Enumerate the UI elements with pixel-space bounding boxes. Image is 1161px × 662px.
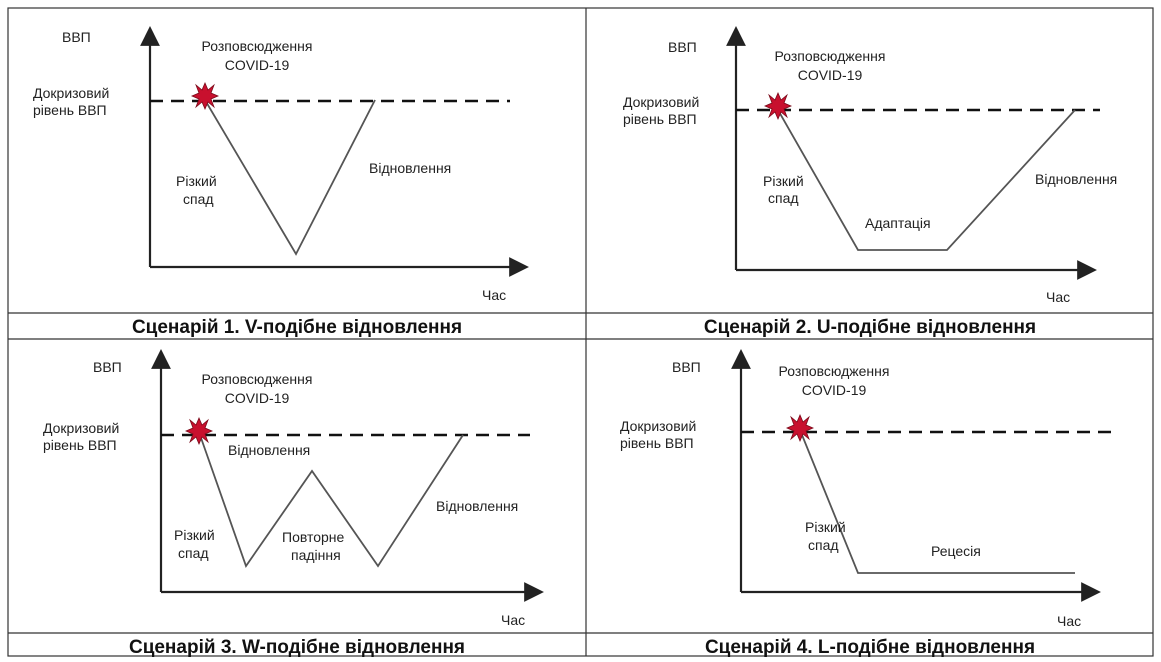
scenario-caption: Сценарій 3. W-подібне відновлення [129, 637, 465, 658]
phase-drop-line2: спад [178, 545, 209, 561]
baseline-label-line2: рівень ВВП [33, 102, 107, 118]
outbreak-label-line2: COVID-19 [798, 67, 863, 83]
phase-drop-line2: спад [808, 537, 839, 553]
phase-second-fall-line1: Повторне [282, 529, 345, 545]
y-axis-label: ВВП [668, 39, 697, 55]
baseline-label-line1: Докризовий [620, 418, 696, 434]
phase-drop-line1: Різкий [176, 173, 217, 189]
scenario-panel-l: ВВП Час Докризовий рівень ВВП Розповсюдж… [620, 349, 1115, 658]
red-burst-star-icon [184, 416, 214, 446]
scenario-caption: Сценарій 4. L-подібне відновлення [705, 637, 1035, 658]
outbreak-label-line2: COVID-19 [802, 382, 867, 398]
red-burst-star-icon [190, 81, 220, 111]
outbreak-label-line2: COVID-19 [225, 390, 290, 406]
scenario-panel-v: ВВП Час Докризовий рівень ВВП Розповсюдж… [33, 26, 529, 338]
y-axis-label: ВВП [62, 29, 91, 45]
x-axis-label: Час [482, 287, 506, 303]
red-burst-star-icon [763, 91, 793, 121]
phase-adaptation: Адаптація [865, 215, 931, 231]
outbreak-label-line2: COVID-19 [225, 57, 290, 73]
baseline-label-line2: рівень ВВП [43, 437, 117, 453]
baseline-label-line2: рівень ВВП [623, 111, 697, 127]
phase-drop-line1: Різкий [763, 173, 804, 189]
phase-recovery-first: Відновлення [228, 442, 310, 458]
outer-frame [7, 7, 1154, 657]
baseline-label-line2: рівень ВВП [620, 435, 694, 451]
phase-drop-line2: спад [768, 190, 799, 206]
scenario-panel-w: ВВП Час Докризовий рівень ВВП Розповсюдж… [43, 349, 544, 658]
phase-recovery: Відновлення [1035, 171, 1117, 187]
outbreak-label-line1: Розповсюдження [202, 371, 313, 387]
outbreak-label-line1: Розповсюдження [202, 38, 313, 54]
gdp-path-u [777, 109, 1076, 251]
y-axis-label: ВВП [93, 359, 122, 375]
gdp-path-v [204, 99, 376, 256]
baseline-label-line1: Докризовий [33, 85, 109, 101]
phase-recovery-final: Відновлення [436, 498, 518, 514]
panel-grid [7, 7, 1154, 657]
outbreak-label-line1: Розповсюдження [775, 48, 886, 64]
outbreak-label-line1: Розповсюдження [779, 363, 890, 379]
red-burst-star-icon [785, 413, 815, 443]
baseline-label-line1: Докризовий [43, 420, 119, 436]
x-axis-label: Час [501, 612, 525, 628]
phase-drop-line1: Різкий [805, 519, 846, 535]
y-axis-label: ВВП [672, 359, 701, 375]
phase-drop-line1: Різкий [174, 527, 215, 543]
scenario-caption: Сценарій 2. U-подібне відновлення [704, 317, 1036, 338]
gdp-path-w [199, 434, 464, 568]
baseline-label-line1: Докризовий [623, 94, 699, 110]
phase-second-fall-line2: падіння [291, 547, 341, 563]
x-axis-label: Час [1057, 613, 1081, 629]
phase-drop-line2: спад [183, 191, 214, 207]
scenario-caption: Сценарій 1. V-подібне відновлення [132, 317, 462, 338]
x-axis-label: Час [1046, 289, 1070, 305]
phase-recession: Рецесія [931, 543, 981, 559]
scenario-panel-u: ВВП Час Докризовий рівень ВВП Розповсюдж… [623, 26, 1117, 338]
gdp-path-l [799, 429, 1075, 574]
phase-recovery: Відновлення [369, 160, 451, 176]
